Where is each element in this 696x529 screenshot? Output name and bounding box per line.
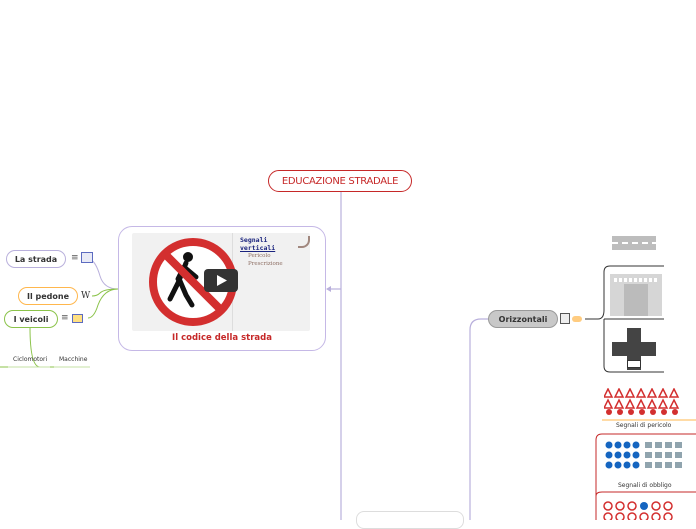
thumb-heading-1: Segnali <box>240 236 275 244</box>
intersection-image[interactable] <box>612 328 656 370</box>
thumb-item-2: Prescrizione <box>248 260 283 268</box>
node-la-strada-label: La strada <box>15 255 57 264</box>
node-i-veicoli-label: I veicoli <box>14 315 49 324</box>
node-il-pedone-label: Il pedone <box>27 292 69 301</box>
node-orizzontali-label: Orizzontali <box>499 315 548 324</box>
root-node[interactable]: EDUCAZIONE STRADALE <box>268 170 412 192</box>
play-icon <box>204 269 238 292</box>
notes-icon[interactable]: ≡ <box>61 313 69 323</box>
blue-circles-icon <box>604 440 686 478</box>
root-title: EDUCAZIONE STRADALE <box>282 176 398 187</box>
red-circles-icon <box>602 500 684 520</box>
thumb-item-1: Pericolo <box>248 252 283 260</box>
node-orizzontali[interactable]: Orizzontali <box>488 310 558 328</box>
screen-icon[interactable] <box>81 252 93 263</box>
thumb-heading-2: verticali <box>240 244 275 252</box>
notes-icon[interactable]: ≡ <box>71 253 79 263</box>
video-title: Il codice della strada <box>118 333 326 343</box>
corner-flourish-icon <box>298 236 310 248</box>
label-segnali-obbligo: Segnali di obbligo <box>618 482 672 489</box>
warning-triangles-icon <box>604 388 684 416</box>
node-i-veicoli[interactable]: I veicoli <box>4 310 58 328</box>
prohibition-signs-image[interactable] <box>602 500 684 520</box>
node-macchine[interactable]: Macchine <box>59 356 87 363</box>
label-segnali-pericolo: Segnali di pericolo <box>616 422 671 429</box>
node-la-strada[interactable]: La strada <box>6 250 66 268</box>
dashed-line-image[interactable] <box>612 236 656 250</box>
obligation-signs-image[interactable] <box>604 440 686 482</box>
warning-signs-image[interactable] <box>604 388 684 420</box>
play-button[interactable] <box>204 269 238 292</box>
link-icon[interactable] <box>572 316 582 322</box>
notes-icon[interactable] <box>560 313 570 324</box>
wikipedia-icon[interactable]: W <box>81 291 90 301</box>
node-ciclomotori[interactable]: Ciclomotori <box>13 356 47 363</box>
image-icon[interactable] <box>72 314 83 323</box>
collapse-arrow-icon[interactable] <box>326 286 331 292</box>
node-il-pedone[interactable]: Il pedone <box>18 287 78 305</box>
partial-node[interactable] <box>356 511 464 529</box>
crosswalk-image[interactable] <box>610 274 662 316</box>
video-thumbnail[interactable]: Segnali verticali Pericolo Prescrizione <box>132 233 310 331</box>
